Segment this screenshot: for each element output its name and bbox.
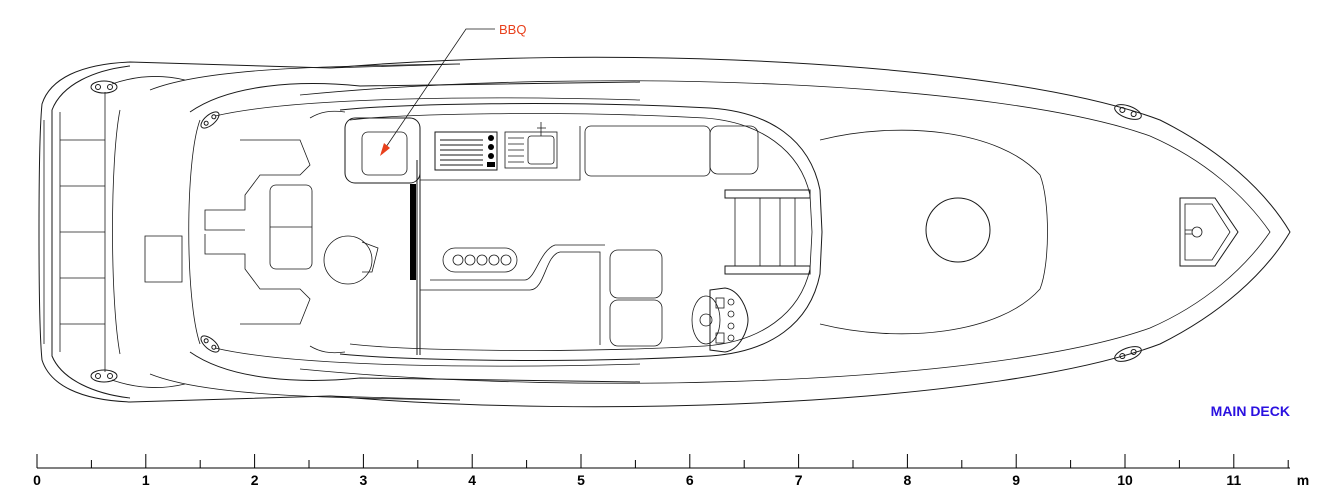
bbq-callout: BBQ (380, 22, 526, 156)
gunwale-bottom (149, 373, 461, 401)
hull-outer (38, 56, 1291, 408)
deck-title: MAIN DECK (1211, 403, 1290, 419)
scale-tick-label: 10 (1117, 472, 1133, 488)
bbq-arrowhead (380, 143, 390, 156)
scale-tick-label: 5 (577, 472, 585, 488)
scale-bar: 0 1 2 3 4 5 6 7 8 9 10 11 m (33, 454, 1309, 488)
superstructure (339, 103, 823, 361)
scale-tick-label: 7 (795, 472, 803, 488)
scale-tick-label: 3 (360, 472, 368, 488)
swim-platform (43, 65, 186, 399)
scale-tick-label: 2 (251, 472, 259, 488)
bbq-label: BBQ (499, 22, 526, 37)
foredeck (819, 129, 1239, 335)
scale-tick-label: 9 (1012, 472, 1020, 488)
cleat-icon (90, 80, 1142, 383)
scale-tick-label: 1 (142, 472, 150, 488)
scale-tick-label: 0 (33, 472, 41, 488)
scale-tick-label: 4 (468, 472, 476, 488)
hull-inner (299, 80, 1271, 384)
cabin-outline (339, 103, 823, 361)
scale-unit: m (1297, 472, 1309, 488)
scale-tick-label: 6 (686, 472, 694, 488)
sink-icon (504, 122, 558, 169)
gunwale-top (149, 63, 461, 91)
bbq-leader-line (383, 28, 495, 151)
hull (38, 56, 1291, 408)
scale-tick-label: 11 (1226, 472, 1241, 488)
helm-console (691, 287, 749, 353)
anchor-locker (1179, 197, 1239, 267)
hatch-icon (925, 197, 991, 263)
bbq-grill-icon (434, 131, 498, 171)
cockpit (188, 81, 641, 383)
scale-tick-label: 8 (904, 472, 912, 488)
